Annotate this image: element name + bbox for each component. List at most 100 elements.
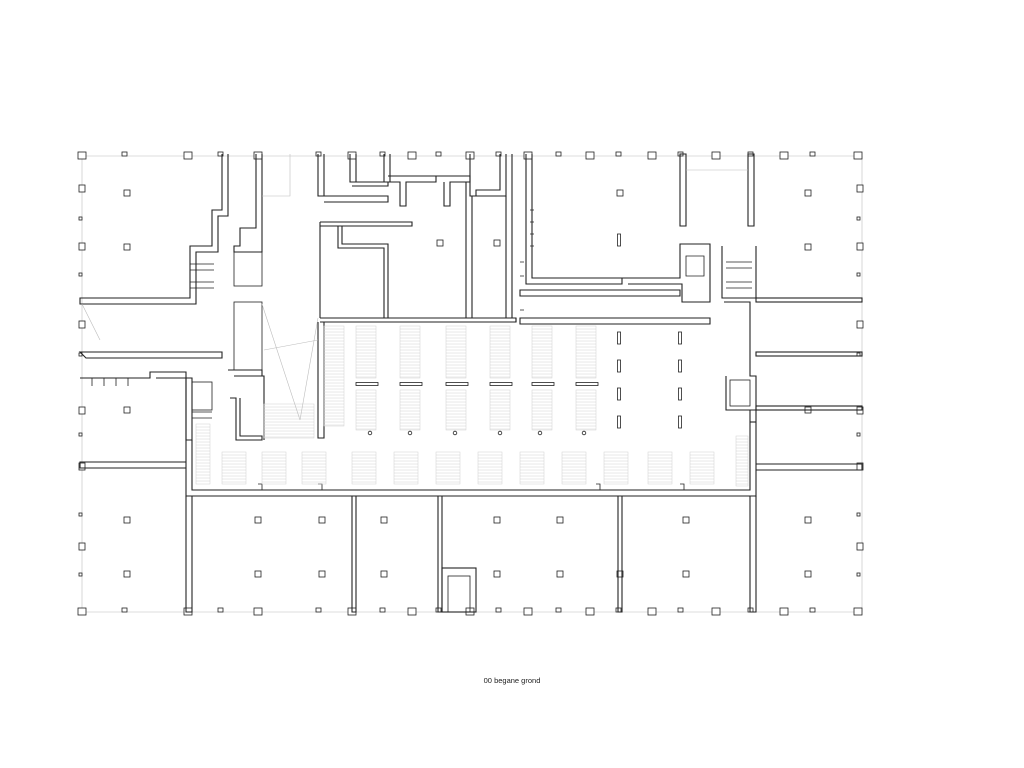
- perimeter-column: [856, 572, 861, 577]
- perimeter-column: [779, 151, 789, 160]
- perimeter-column: [183, 151, 193, 160]
- shelf-block: [195, 423, 211, 485]
- shelf-block: [489, 325, 511, 379]
- perimeter-column: [647, 607, 657, 616]
- hall-pier: [445, 382, 469, 386]
- shelf-block: [603, 451, 629, 485]
- perimeter-column: [856, 320, 864, 329]
- perimeter-column: [495, 607, 502, 613]
- interior-column: [123, 516, 131, 524]
- shelf-block: [489, 389, 511, 431]
- perimeter-column: [78, 320, 86, 329]
- hall-pier: [452, 430, 458, 436]
- perimeter-column: [379, 607, 386, 613]
- interior-column: [493, 239, 501, 247]
- interior-column: [123, 570, 131, 578]
- shelf-block: [531, 389, 553, 431]
- perimeter-column: [523, 151, 533, 160]
- perimeter-column: [253, 151, 263, 160]
- perimeter-column: [711, 607, 721, 616]
- perimeter-column: [78, 572, 83, 577]
- perimeter-column: [77, 607, 87, 616]
- hall-pier: [489, 382, 513, 386]
- interior-column: [617, 415, 621, 429]
- hall-pier: [399, 382, 423, 386]
- shelf-block: [735, 435, 749, 487]
- perimeter-column: [379, 151, 386, 157]
- shelf-block: [445, 325, 467, 379]
- interior-column: [380, 570, 388, 578]
- perimeter-column: [779, 607, 789, 616]
- shelf-block: [435, 451, 461, 485]
- perimeter-column: [856, 512, 861, 517]
- perimeter-column: [856, 242, 864, 251]
- perimeter-column: [523, 607, 533, 616]
- shelving-rows: [195, 325, 749, 487]
- east-wall: [755, 405, 863, 411]
- interior-column: [804, 189, 812, 197]
- interior-column: [254, 570, 262, 578]
- interior-column: [380, 516, 388, 524]
- interior-column: [318, 570, 326, 578]
- perimeter-column: [856, 272, 861, 277]
- perimeter-column: [856, 432, 861, 437]
- interior-column: [804, 570, 812, 578]
- interior-column: [436, 239, 444, 247]
- shelf-block: [301, 451, 327, 485]
- interior-column: [123, 243, 131, 251]
- shelf-block: [393, 451, 419, 485]
- perimeter-column: [78, 542, 86, 551]
- interior-column: [804, 243, 812, 251]
- interior-column: [123, 189, 131, 197]
- shelf-block: [221, 451, 247, 485]
- drawing-caption: 00 begane grond: [483, 676, 541, 685]
- perimeter-column: [121, 151, 128, 157]
- hall-pier: [575, 382, 599, 386]
- perimeter-column: [78, 462, 86, 471]
- interior-column: [678, 331, 682, 345]
- perimeter-column: [78, 432, 83, 437]
- north-central-rooms: [317, 154, 517, 439]
- interior-column: [682, 516, 690, 524]
- perimeter-column: [615, 151, 622, 157]
- shelf-block: [647, 451, 673, 485]
- perimeter-column: [435, 151, 442, 157]
- perimeter-column: [647, 151, 657, 160]
- perimeter-column: [711, 151, 721, 160]
- perimeter-column: [78, 242, 86, 251]
- perimeter-column: [78, 272, 83, 277]
- northeast-wing-walls: [519, 153, 757, 411]
- shelf-block: [477, 451, 503, 485]
- interior-column: [682, 570, 690, 578]
- interior-column: [617, 359, 621, 373]
- interior-column: [678, 359, 682, 373]
- perimeter-column: [853, 607, 863, 616]
- perimeter-column: [809, 151, 816, 157]
- interior-column: [678, 387, 682, 401]
- perimeter-column: [856, 542, 864, 551]
- interior-column: [556, 516, 564, 524]
- hall-pier: [581, 430, 587, 436]
- central-hall-walls: [79, 378, 863, 497]
- perimeter-column: [856, 216, 861, 221]
- perimeter-column: [253, 607, 263, 616]
- interior-column: [617, 331, 621, 345]
- perimeter-column: [78, 184, 86, 193]
- perimeter-column: [407, 151, 417, 160]
- shelf-block: [355, 325, 377, 379]
- shelf-block: [561, 451, 587, 485]
- shelf-block: [445, 389, 467, 431]
- hall-pier: [497, 430, 503, 436]
- interior-column: [617, 387, 621, 401]
- shelf-block: [399, 389, 421, 431]
- perimeter-column: [853, 151, 863, 160]
- shelf-block: [351, 451, 377, 485]
- interior-column: [123, 406, 131, 414]
- interior-column: [318, 516, 326, 524]
- east-outboard-walls: [755, 297, 863, 411]
- perimeter-column: [407, 607, 417, 616]
- hall-pier: [537, 430, 543, 436]
- hall-pier: [355, 382, 379, 386]
- perimeter-column: [77, 151, 87, 160]
